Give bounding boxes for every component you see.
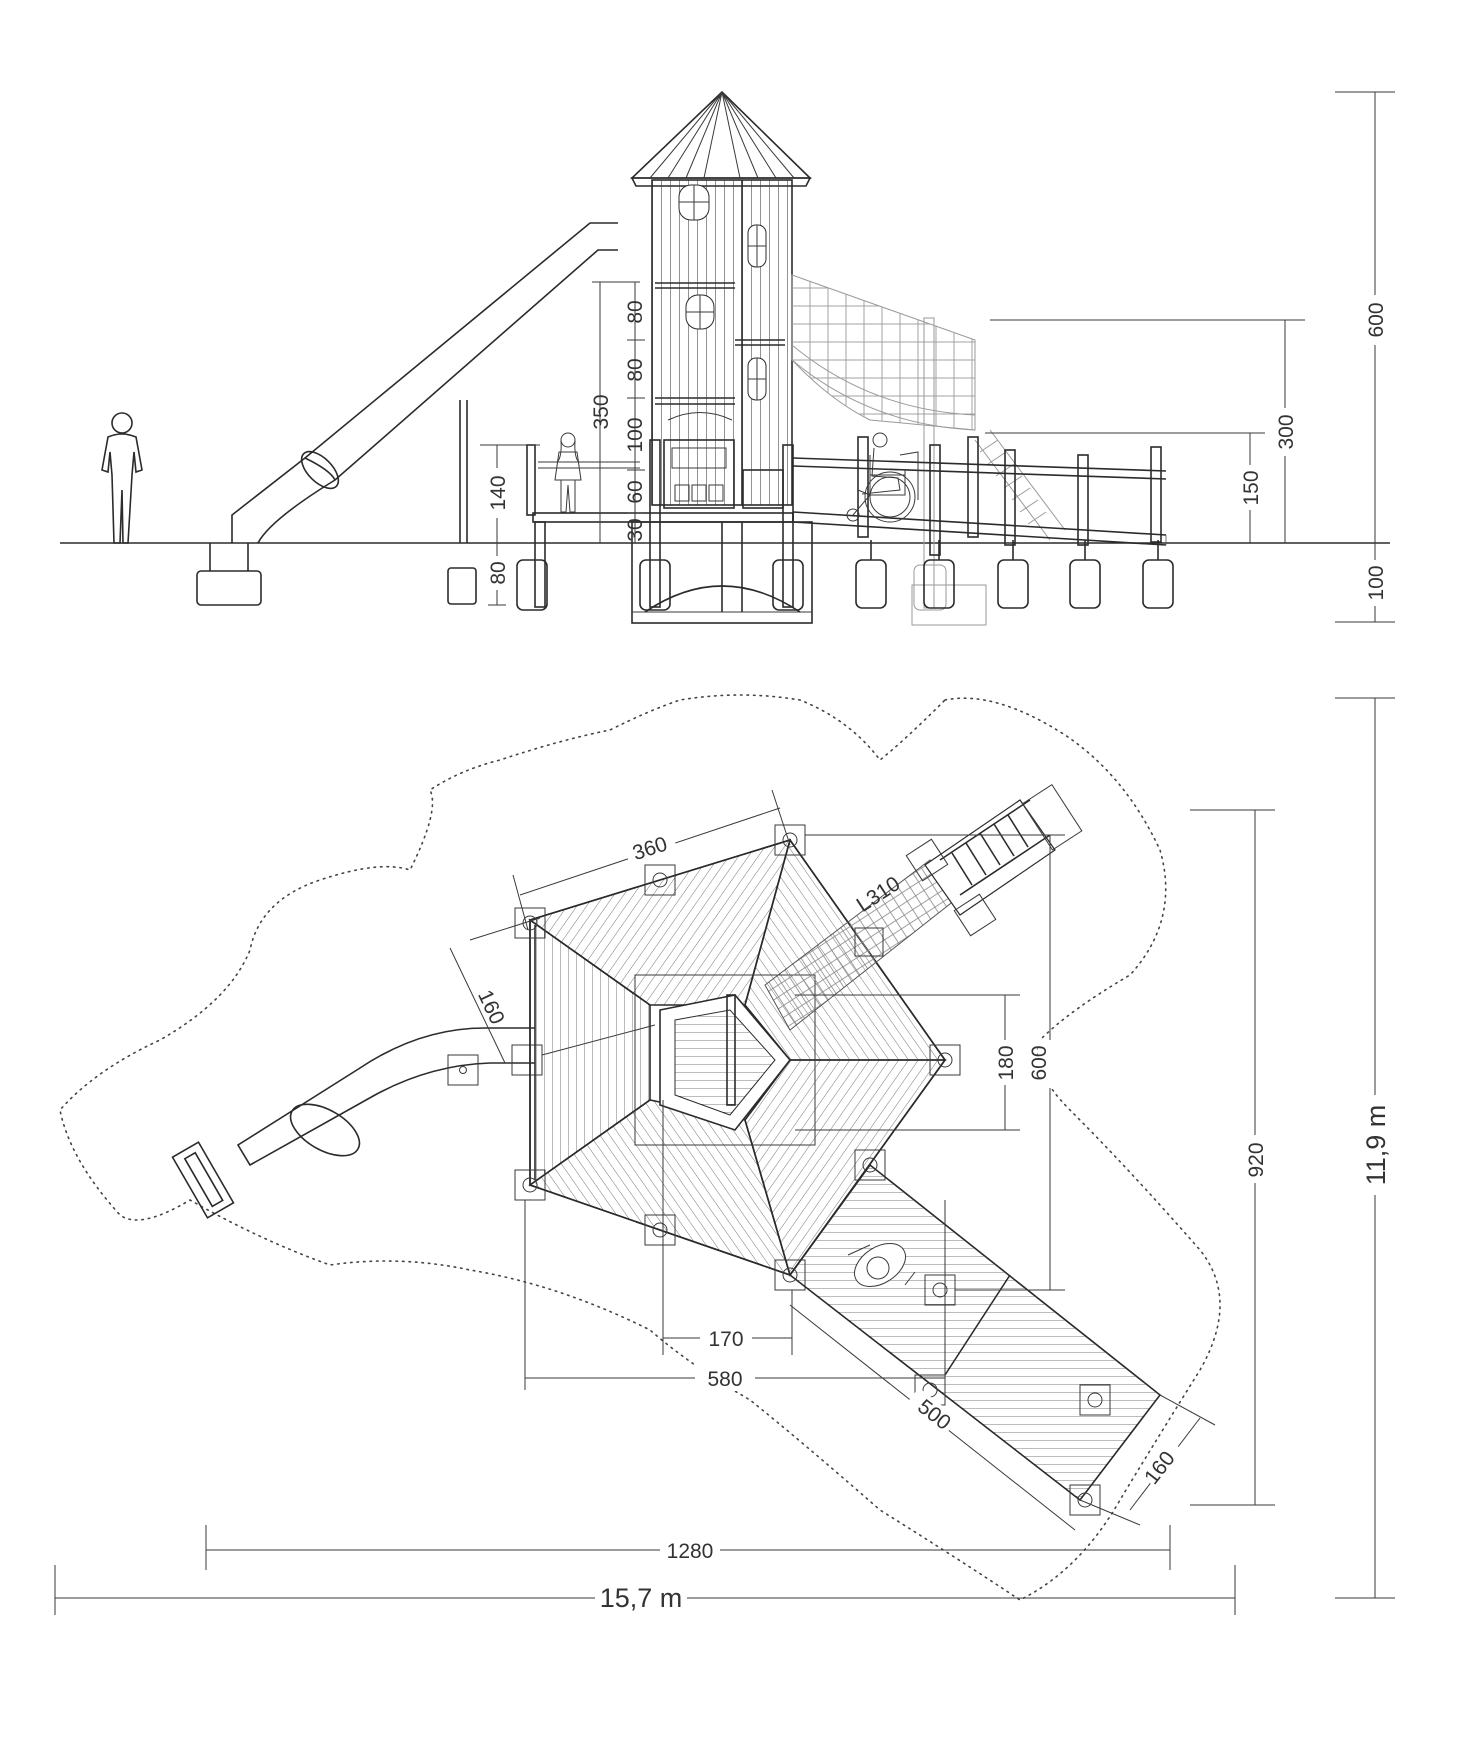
child-figure	[554, 432, 582, 513]
dim-overall-height: 600	[1365, 302, 1388, 337]
dim-tower-step-1: 80	[624, 300, 647, 323]
elevation-dimensions: 80 80 100 60 30 350 140 80 150 300	[480, 91, 1395, 623]
dim-inner-depth: 180	[995, 1045, 1018, 1080]
dim-deck-depth: 600	[1028, 1045, 1051, 1080]
person-figure	[101, 412, 143, 544]
plan-view: 360 160 L310 180 600 920	[54, 694, 1395, 1615]
dim-deck-width: 580	[707, 1368, 742, 1391]
dim-ramp-height: 150	[1240, 470, 1263, 505]
bridge-plan	[764, 784, 1083, 1031]
dim-bridge-height: 300	[1275, 414, 1298, 449]
wheelchair-figure	[846, 432, 919, 523]
wheelchair-plan-figure	[847, 1243, 916, 1287]
net-bridge-elevation	[791, 274, 1066, 626]
dim-footprint-width: 1280	[667, 1540, 714, 1563]
dim-overall-width-m: 15,7 m	[600, 1583, 683, 1613]
dim-overall-depth-m: 11,9 m	[1361, 1105, 1391, 1186]
dim-slide-offset: 160	[473, 987, 509, 1028]
dim-tower-step-4: 60	[624, 480, 647, 503]
tower-elevation	[630, 90, 813, 624]
dim-tower-width: 170	[708, 1328, 743, 1351]
slide-elevation	[196, 222, 618, 606]
dim-foundation-depth: 80	[487, 561, 510, 584]
dim-tower-step-5: 30	[624, 518, 647, 541]
dim-overall-depth: 920	[1245, 1142, 1268, 1177]
ramp-plan	[788, 1163, 1162, 1516]
dim-tower-step-3: 100	[624, 417, 647, 452]
ramp-elevation	[792, 432, 1174, 609]
dim-tower-step-2: 80	[624, 358, 647, 381]
dim-platform-height: 140	[487, 475, 510, 510]
dim-below-ground: 100	[1365, 565, 1388, 600]
elevation-view: 80 80 100 60 30 350 140 80 150 300	[60, 90, 1395, 626]
dim-tower-total: 350	[590, 394, 613, 429]
